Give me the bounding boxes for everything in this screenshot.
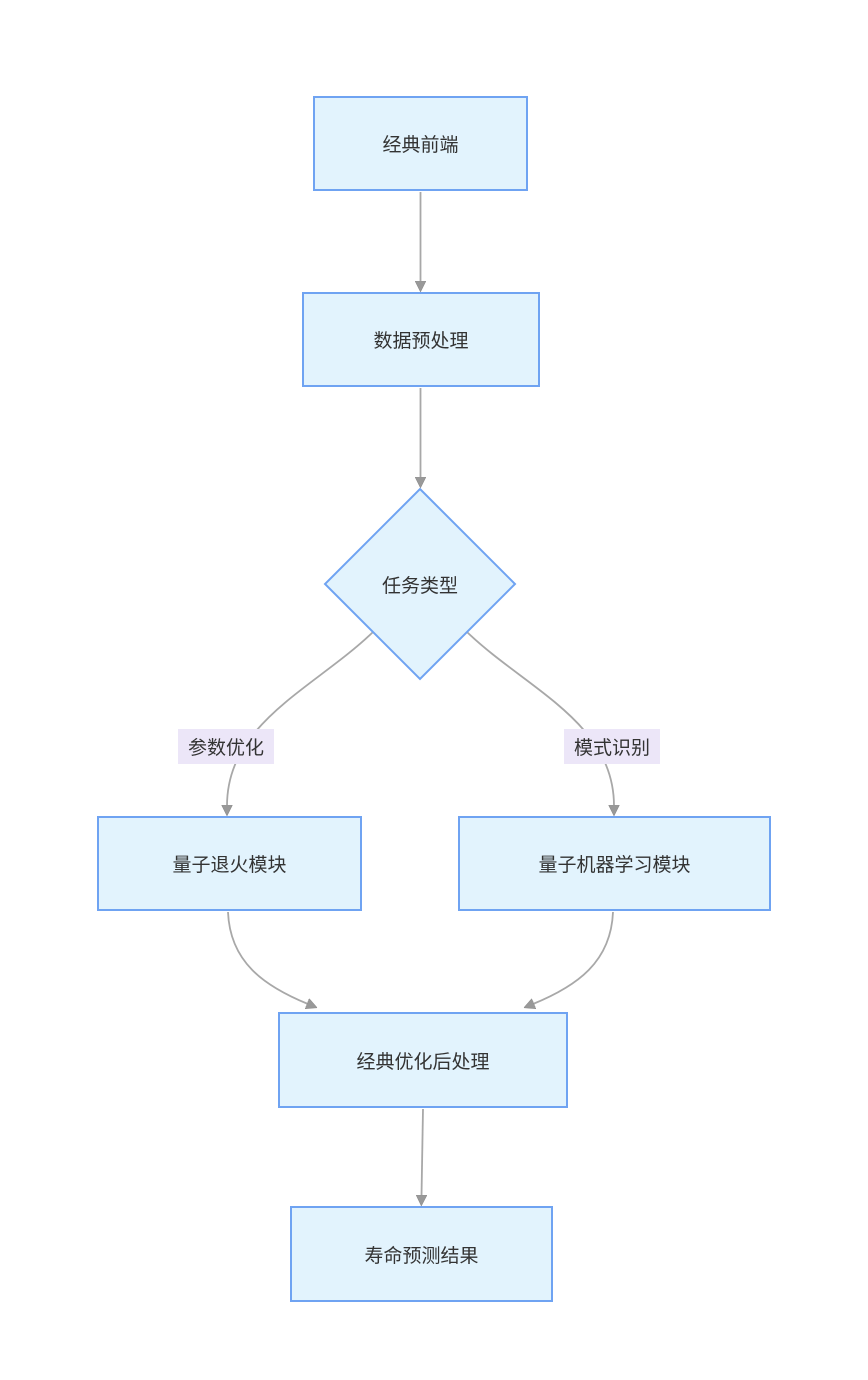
edge-label-parameter-optimization: 参数优化: [178, 729, 275, 764]
edge-label-pattern-recognition: 模式识别: [564, 729, 661, 764]
node-classical-frontend-label: 经典前端: [382, 135, 459, 156]
edge-decision-qml: [466, 631, 614, 806]
edge-qml-postprocess: [533, 911, 614, 1004]
node-task-type-decision-label: 任务类型: [381, 575, 458, 597]
node-quantum-annealing-module: 量子退火模块: [97, 816, 362, 911]
node-lifetime-prediction-result: 寿命预测结果: [290, 1206, 553, 1302]
node-quantum-ml-module: 量子机器学习模块: [458, 816, 771, 911]
edge-label-pattern-recognition-text: 模式识别: [574, 738, 651, 759]
node-quantum-annealing-module-label: 量子退火模块: [172, 855, 287, 876]
node-classical-postprocessing-label: 经典优化后处理: [356, 1051, 490, 1073]
node-quantum-ml-module-label: 量子机器学习模块: [538, 855, 691, 876]
node-task-type-decision: 任务类型: [345, 565, 495, 603]
edge-label-parameter-optimization-text: 参数优化: [188, 738, 265, 759]
node-data-preprocessing-label: 数据预处理: [373, 331, 469, 352]
edge-annealing-postprocess: [227, 911, 308, 1004]
node-classical-postprocessing: 经典优化后处理: [278, 1012, 568, 1108]
node-data-preprocessing: 数据预处理: [302, 292, 540, 387]
node-classical-frontend: 经典前端: [313, 96, 528, 191]
edge-postprocess-result: [422, 1108, 424, 1196]
node-lifetime-prediction-result-label: 寿命预测结果: [364, 1245, 479, 1267]
decision-diamond-shape: [323, 487, 517, 681]
edge-decision-annealing: [227, 631, 374, 806]
